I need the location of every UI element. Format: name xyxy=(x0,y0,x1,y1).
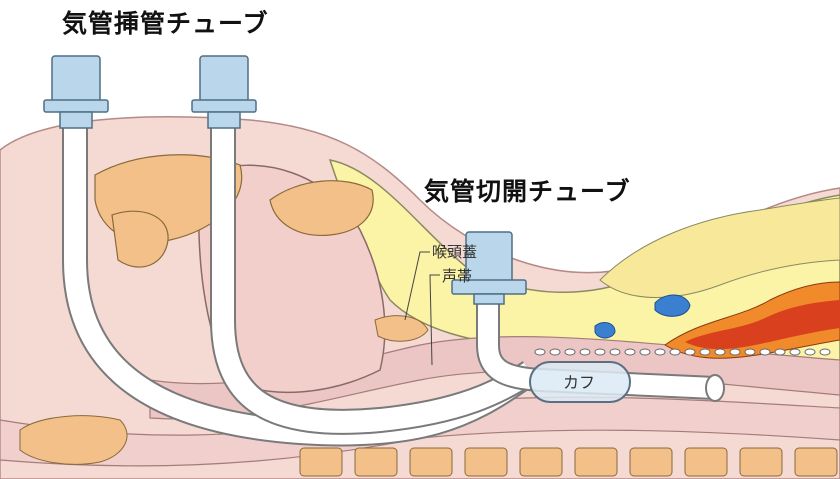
label-vocal-cords: 声帯 xyxy=(442,267,472,285)
label-epiglottis: 喉頭蓋 xyxy=(432,243,477,261)
connector-nasal xyxy=(44,56,108,128)
label-cuff: カフ xyxy=(563,373,595,392)
endotracheal-tube-title: 気管挿管チューブ xyxy=(62,4,269,40)
small-vessel xyxy=(595,323,615,338)
brachiocephalic-vessel xyxy=(655,295,690,316)
occipital-bone xyxy=(20,416,127,465)
mandible-bone xyxy=(112,211,168,267)
tube-tip xyxy=(706,375,724,401)
tracheostomy-tube-title: 気管切開チューブ xyxy=(424,172,631,208)
